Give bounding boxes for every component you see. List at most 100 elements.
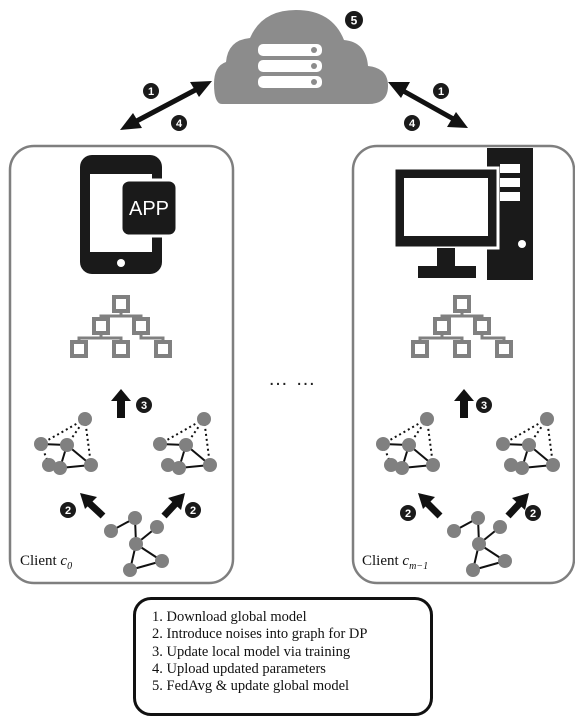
- graph-node: [129, 537, 143, 551]
- graph-node: [496, 437, 510, 451]
- tablet-app-icon: APP: [80, 155, 179, 274]
- noise-arrow-cm1-left: [418, 493, 443, 519]
- graph-node: [504, 458, 518, 472]
- graph-node: [472, 537, 486, 551]
- graph-node: [540, 412, 554, 426]
- step-badge-left-1-label: 1: [148, 86, 154, 98]
- graph-node: [515, 461, 529, 475]
- noisy-graph-cm1-left: [376, 412, 440, 475]
- graph-node: [172, 461, 186, 475]
- step-badge-cm1-3-label: 3: [481, 400, 487, 412]
- legend-item: 2. Introduce noises into graph for DP: [152, 626, 368, 643]
- graph-node: [466, 563, 480, 577]
- graph-node: [150, 520, 164, 534]
- step-badge-cm1-3: 3: [476, 397, 492, 413]
- graph-node: [402, 438, 416, 452]
- dp-noise-edge: [159, 418, 205, 445]
- noise-arrow-c0-right: [161, 493, 185, 519]
- client-cm1-label-prefix: Client: [362, 553, 403, 569]
- client-c0-box: [8, 144, 235, 585]
- noise-arrow-cm1-right: [505, 493, 529, 519]
- step-badge-right-1: 1: [433, 83, 449, 99]
- step-badge-left-4-label: 4: [176, 118, 183, 130]
- original-graph-cm1: [447, 511, 512, 577]
- desktop-computer-icon: [392, 148, 533, 280]
- model-node: [495, 340, 513, 358]
- step-badge-c0-2b: 2: [185, 502, 201, 518]
- model-node: [411, 340, 429, 358]
- step-badge-left-1: 1: [143, 83, 159, 99]
- step-badge-5-label: 5: [351, 14, 358, 28]
- client-cm1-label-var: c: [402, 553, 410, 569]
- graph-node: [395, 461, 409, 475]
- legend-item: 5. FedAvg & update global model: [152, 678, 350, 695]
- client-c0-label-prefix: Client: [20, 553, 61, 569]
- graph-node: [420, 412, 434, 426]
- model-node: [433, 317, 451, 335]
- graph-node: [546, 458, 560, 472]
- step-badge-right-4: 4: [404, 115, 420, 131]
- client-cm1-label: Client cm−1: [362, 553, 428, 572]
- steps-legend: 1. Download global model 2. Introduce no…: [133, 597, 433, 716]
- left-sync-arrow: [120, 81, 212, 130]
- model-node: [112, 295, 130, 313]
- step-badge-c0-2b-label: 2: [190, 505, 196, 517]
- graph-node: [128, 511, 142, 525]
- local-model-icon-cm1: [411, 295, 513, 358]
- step-badge-cm1-2b: 2: [525, 505, 541, 521]
- more-clients-ellipsis: … …: [268, 368, 317, 390]
- graph-node: [104, 524, 118, 538]
- graph-node: [155, 554, 169, 568]
- client-c0-label-sub: 0: [67, 561, 73, 572]
- graph-layer: [34, 412, 560, 577]
- dp-noise-edge: [382, 443, 392, 466]
- noisy-graph-c0-left: [34, 412, 98, 475]
- dp-noise-edge: [40, 443, 50, 466]
- graph-node: [384, 458, 398, 472]
- graph-node: [376, 437, 390, 451]
- graph-node: [498, 554, 512, 568]
- graph-node: [197, 412, 211, 426]
- local-model-icon-c0: [70, 295, 172, 358]
- graph-node: [42, 458, 56, 472]
- step-badge-right-4-label: 4: [409, 118, 416, 130]
- update-arrow-cm1: [454, 389, 474, 418]
- model-node: [92, 317, 110, 335]
- model-node: [70, 340, 88, 358]
- step-badge-c0-2a-label: 2: [65, 505, 71, 517]
- cloud-server-icon: [214, 10, 388, 104]
- graph-node: [78, 412, 92, 426]
- model-node: [453, 340, 471, 358]
- model-node: [112, 340, 130, 358]
- legend-item: 4. Upload updated parameters: [152, 660, 326, 677]
- step-badge-cm1-2a-label: 2: [405, 508, 411, 520]
- graph-node: [522, 438, 536, 452]
- graph-node: [34, 437, 48, 451]
- legend-item: 1. Download global model: [152, 609, 307, 625]
- noise-arrow-c0-left: [80, 493, 106, 519]
- right-sync-arrow: [388, 82, 468, 128]
- app-label: APP: [129, 198, 169, 220]
- noisy-graph-c0-right: [153, 412, 217, 475]
- legend-item: 3. Update local model via training: [152, 643, 351, 660]
- step-badge-cm1-2a: 2: [400, 505, 416, 521]
- graph-node: [53, 461, 67, 475]
- client-c0-label: Client c0: [20, 553, 72, 572]
- graph-node: [153, 437, 167, 451]
- graph-node: [493, 520, 507, 534]
- dp-noise-edge: [40, 418, 86, 445]
- step-badge-right-1-label: 1: [438, 86, 444, 98]
- model-node: [132, 317, 150, 335]
- step-badge-5: 5: [345, 11, 363, 29]
- step-badge-cm1-2b-label: 2: [530, 508, 536, 520]
- model-node: [453, 295, 471, 313]
- step-badge-c0-3: 3: [136, 397, 152, 413]
- graph-node: [203, 458, 217, 472]
- model-node: [473, 317, 491, 335]
- client-c0-label-var: c: [60, 553, 68, 569]
- step-badge-c0-3-label: 3: [141, 400, 147, 412]
- step-badge-left-4: 4: [171, 115, 187, 131]
- update-arrow-c0: [111, 389, 131, 418]
- client-cm1-box: [351, 144, 575, 585]
